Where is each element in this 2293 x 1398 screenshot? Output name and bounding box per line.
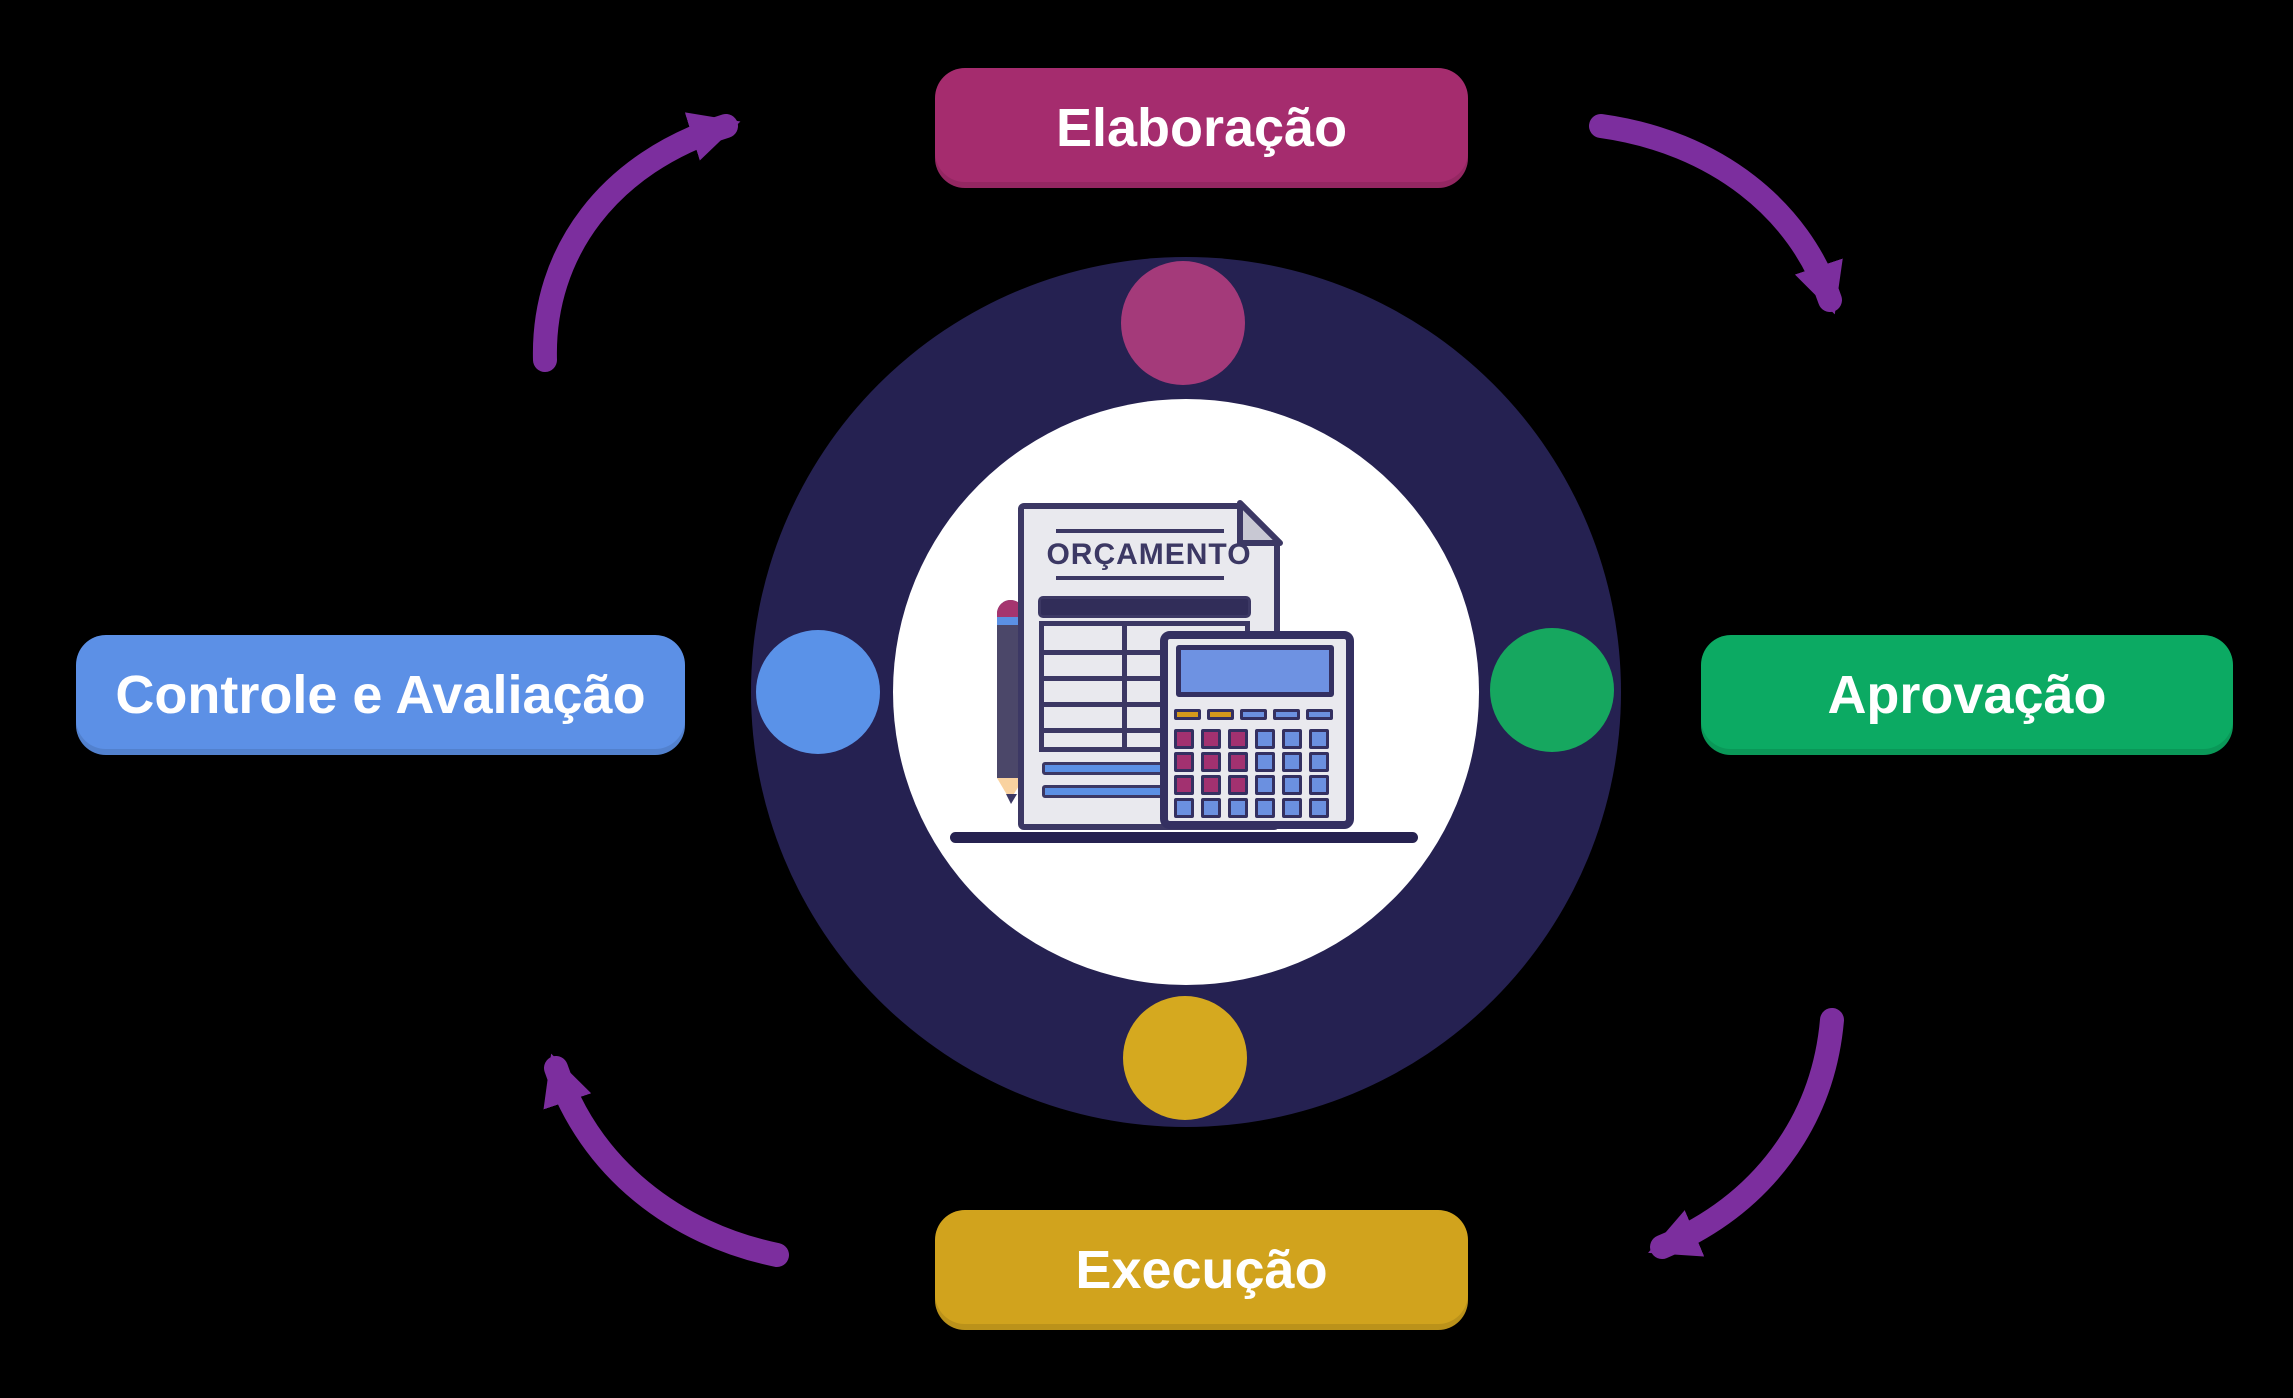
document-title-rule-bottom [1056,576,1224,580]
calculator-icon [1160,631,1354,829]
flow-arrow-right-to-bottom [1648,1008,1844,1259]
calculator-key [1174,729,1194,749]
calculator-key [1174,798,1194,818]
flow-arrow-bottom-to-left [543,1053,789,1267]
calculator-key [1201,798,1221,818]
document-title-rule-top [1056,529,1224,533]
stage-pill-execucao: Execução [935,1210,1468,1330]
calculator-key [1282,775,1302,795]
calculator-key [1228,798,1248,818]
calculator-key [1174,709,1201,720]
calculator-key [1309,752,1329,772]
calculator-key [1255,752,1275,772]
stage-label: Controle e Avaliação [115,665,646,725]
calculator-key [1255,798,1275,818]
calculator-key [1201,752,1221,772]
pencil-tip-point [1006,794,1017,804]
stage-pill-aprovacao: Aprovação [1701,635,2233,755]
table-column-divider [1122,626,1127,747]
flow-arrow-left-to-top [532,112,741,372]
calculator-key [1306,709,1333,720]
calculator-screen [1176,645,1334,697]
calculator-key [1282,798,1302,818]
calculator-key [1228,729,1248,749]
calculator-key [1273,709,1300,720]
calculator-key [1201,729,1221,749]
calculator-key [1174,752,1194,772]
calculator-keypad [1174,729,1329,818]
calculator-key [1255,775,1275,795]
document-fold-icon [1237,500,1296,559]
document-title: ORÇAMENTO [1046,538,1252,571]
table-row-line [1044,702,1245,707]
calculator-key [1255,729,1275,749]
calculator-key [1309,775,1329,795]
pencil-band [997,617,1024,625]
stage-dot-elaboracao [1121,261,1245,385]
calculator-key [1207,709,1234,720]
calculator-key [1228,775,1248,795]
calculator-key [1282,729,1302,749]
calculator-key [1228,752,1248,772]
calculator-key [1282,752,1302,772]
calculator-key [1309,729,1329,749]
calculator-key [1240,709,1267,720]
calculator-key [1174,775,1194,795]
stage-dot-controle [756,630,880,754]
calculator-key [1309,798,1329,818]
document-fold-flap [1237,500,1283,546]
stage-dot-execucao [1123,996,1247,1120]
pencil-cap [997,600,1024,617]
calculator-function-row [1174,709,1333,720]
stage-pill-elaboracao: Elaboração [935,68,1468,188]
calculator-key [1201,775,1221,795]
stage-label: Execução [1075,1240,1328,1300]
table-row-line [1044,728,1245,733]
flow-arrow-top-to-right [1589,114,1843,315]
document-header-bar [1038,596,1251,618]
pencil-tip [997,778,1024,800]
stage-label: Elaboração [1055,98,1348,158]
stage-pill-controle-e-avaliacao: Controle e Avaliação [76,635,685,755]
stage-dot-aprovacao [1490,628,1614,752]
stage-label: Aprovação [1827,665,2107,725]
table-row-line [1044,676,1245,681]
ground-line [950,832,1418,843]
table-row-line [1044,650,1245,655]
